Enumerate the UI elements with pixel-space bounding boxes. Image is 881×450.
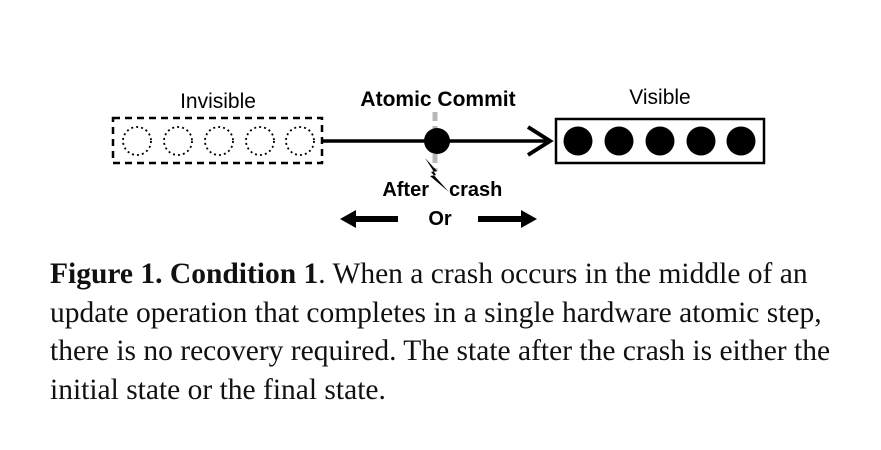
caption-text: . When a crash occurs in the middle of a…	[50, 258, 831, 406]
after-label: After	[382, 179, 429, 201]
visible-item	[726, 126, 756, 156]
visible-state-box	[554, 117, 766, 165]
visible-item	[604, 126, 634, 156]
atomic-commit-point	[424, 128, 450, 154]
invisible-item	[163, 126, 193, 156]
visible-item	[563, 126, 593, 156]
right-arrow-icon	[478, 210, 537, 228]
lightning-bolt-icon	[425, 158, 449, 192]
or-label: Or	[428, 208, 452, 230]
crash-label: crash	[449, 179, 502, 201]
invisible-label: Invisible	[180, 90, 256, 113]
invisible-item	[122, 126, 152, 156]
atomic-commit-label: Atomic Commit	[360, 88, 515, 111]
visible-label: Visible	[629, 86, 690, 109]
figure-caption: Figure 1. Condition 1. When a crash occu…	[50, 255, 850, 409]
invisible-item	[285, 126, 315, 156]
invisible-state-box	[111, 116, 324, 165]
left-arrow-icon	[340, 210, 398, 228]
invisible-item	[245, 126, 275, 156]
atomic-commit-diagram: Invisible Atomic Commit Visible After cr…	[111, 86, 766, 230]
invisible-item	[204, 126, 234, 156]
visible-item	[645, 126, 675, 156]
figure-label: Figure 1. Condition 1	[50, 258, 319, 290]
visible-item	[686, 126, 716, 156]
